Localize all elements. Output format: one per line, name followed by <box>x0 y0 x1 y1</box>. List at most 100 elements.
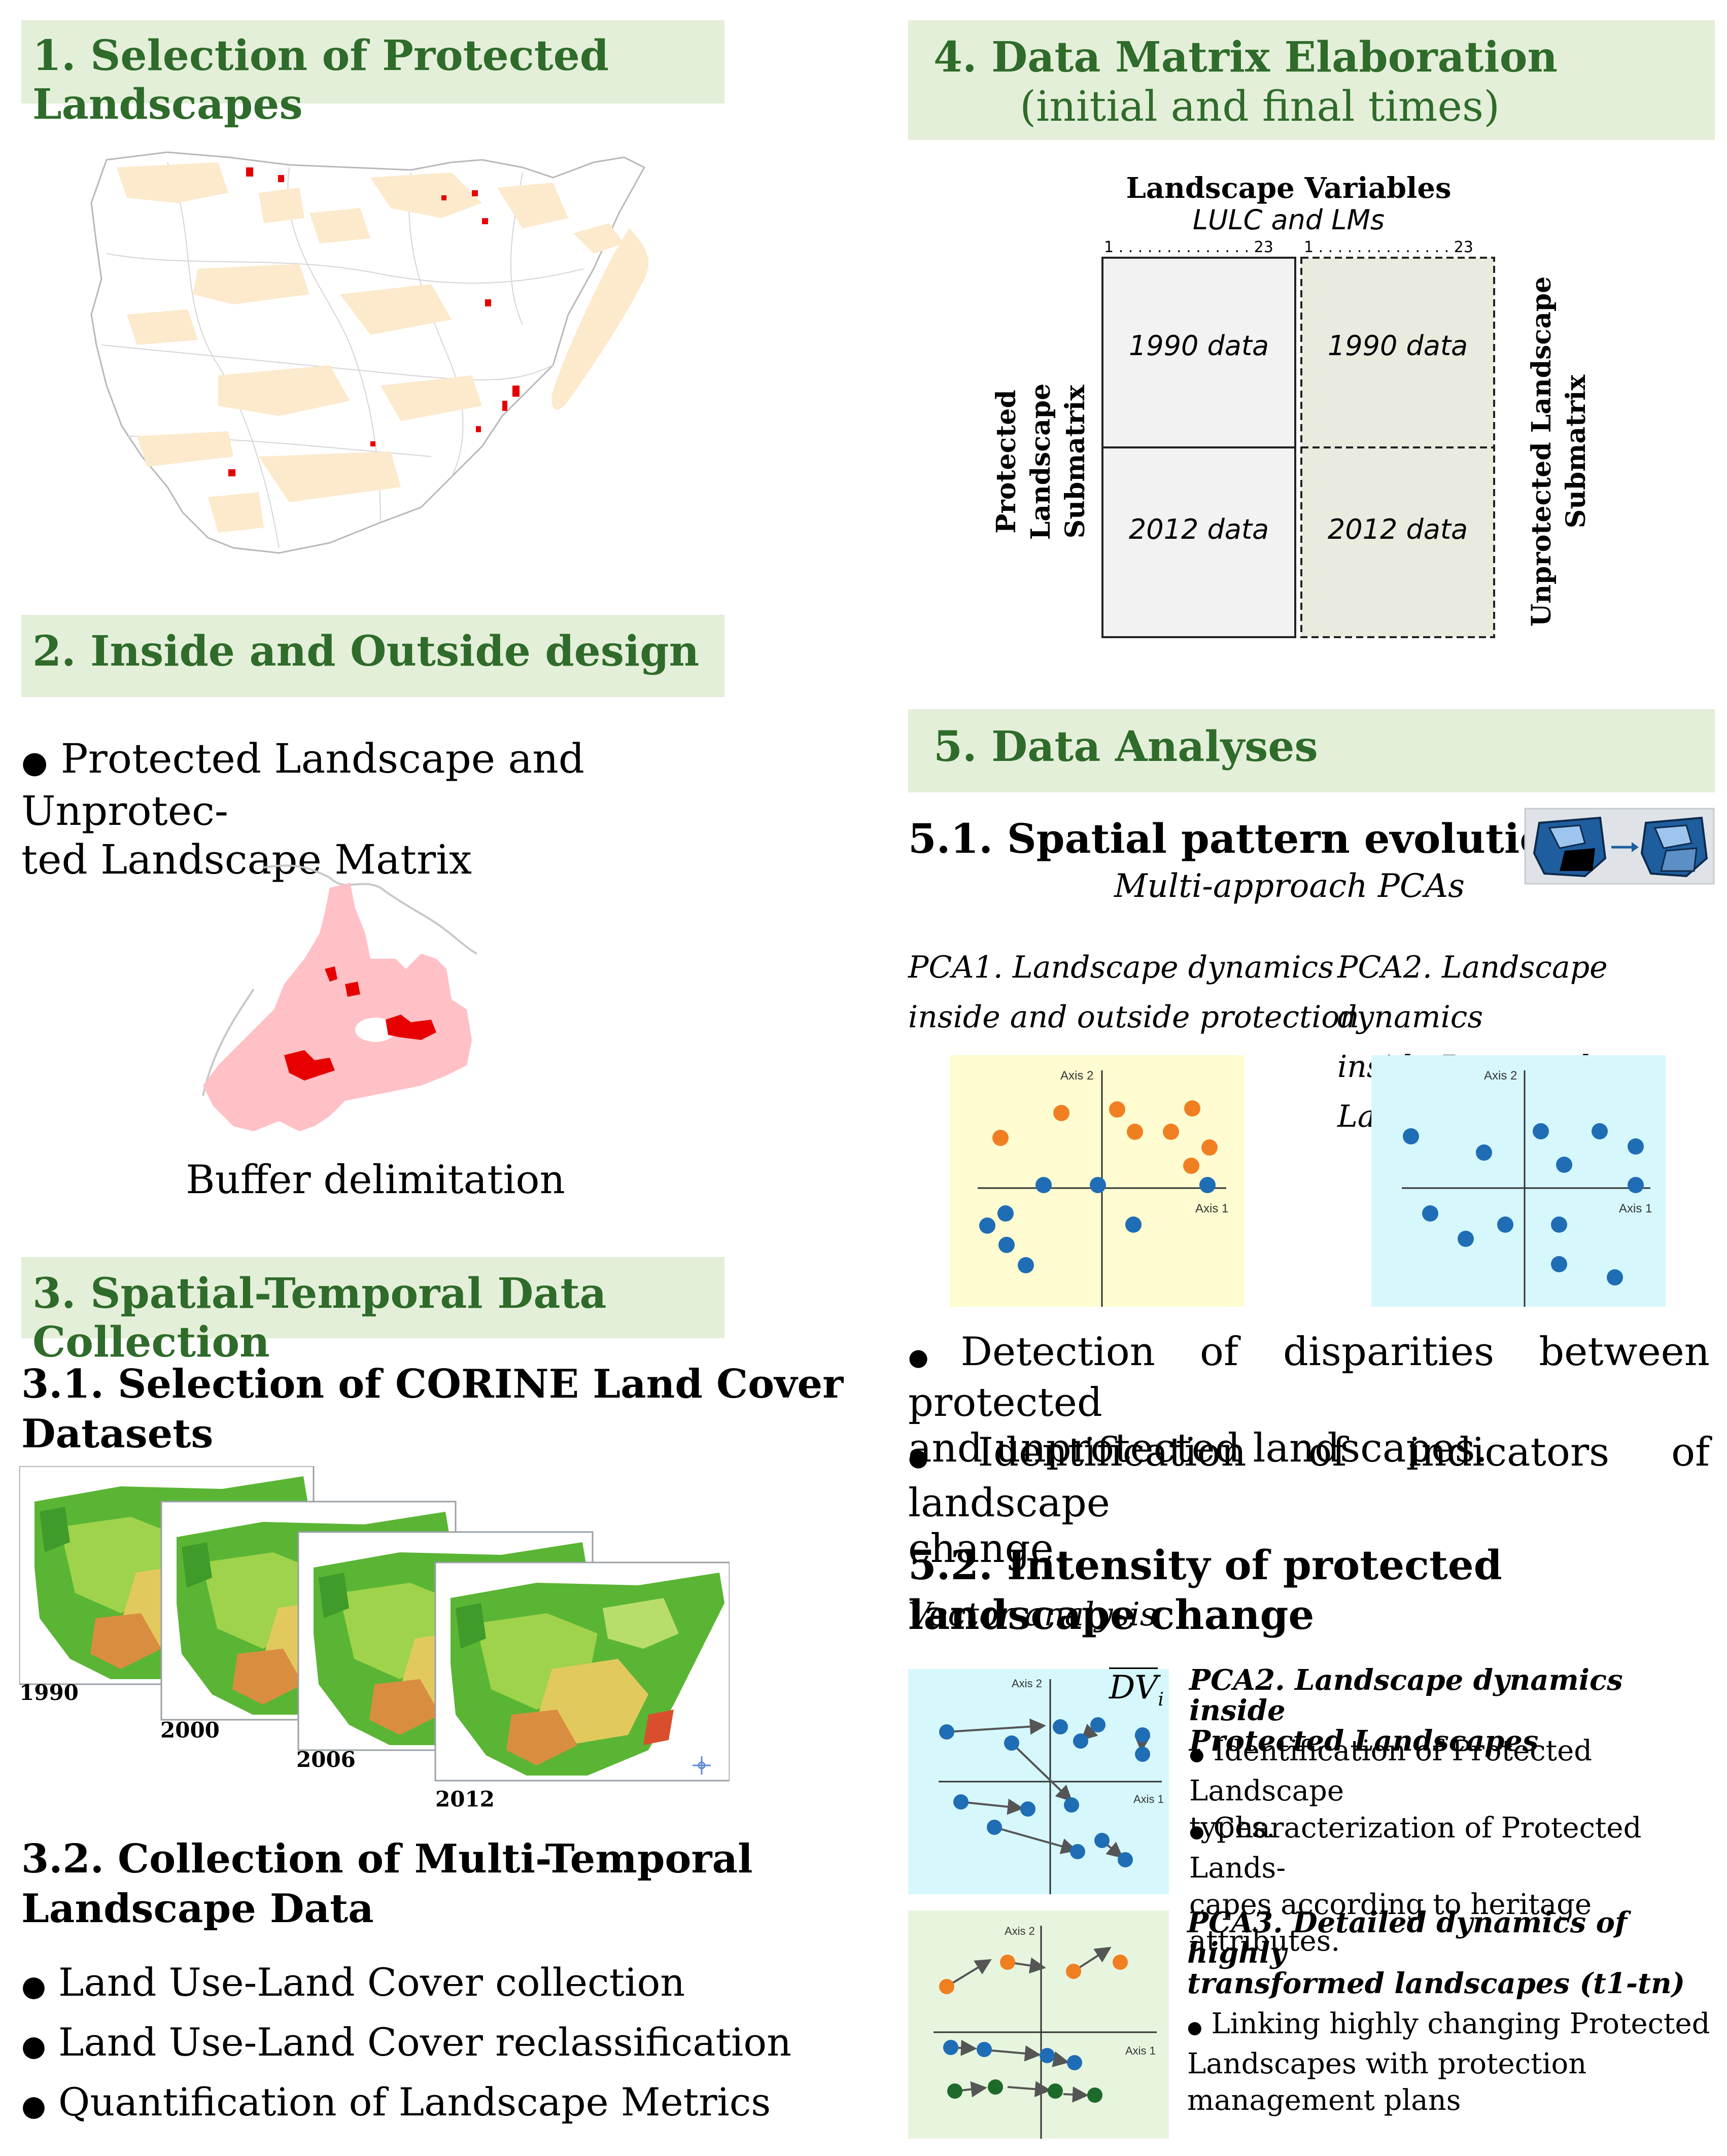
vector-pca3-point <box>977 2042 992 2057</box>
vector-pca2-point <box>1094 1833 1110 1848</box>
vector-pca3-point <box>988 2079 1003 2095</box>
region-border-line-west <box>202 988 255 1096</box>
data-matrix <box>1101 257 1495 638</box>
vector-pca2-point <box>987 1820 1002 1835</box>
section5-2-title: 5.2. Intensity of protected landscape ch… <box>908 1541 1502 1639</box>
buffer-caption: Buffer delimitation <box>186 1157 565 1203</box>
section1-title: 1. Selection of Protected Landscapes <box>32 31 609 129</box>
pca1-point <box>992 1130 1009 1146</box>
section4-title-line1: 4. Data Matrix Elaboration <box>934 33 1558 82</box>
vector-pca3-axis-1-label: Axis 1 <box>1125 2044 1156 2057</box>
section2-bullet-line1: ● Protected Landscape and Unprotec- <box>21 735 584 834</box>
pca2-axis-1-label: Axis 1 <box>1619 1202 1652 1215</box>
pca1-title: PCA1. Landscape dynamics inside and outs… <box>908 943 1359 1042</box>
vector-pca2-point <box>1118 1852 1133 1867</box>
finding-1: ●Detection of disparities between protec… <box>908 1329 1710 1471</box>
corine-map-stack <box>19 1466 730 1782</box>
pca2-point <box>1403 1128 1419 1144</box>
matrix-cell-unprotected-1990: 1990 data <box>1327 330 1468 362</box>
pca2-points <box>1403 1123 1644 1285</box>
vector-pca2-arrows <box>946 1718 1151 1859</box>
pca2b-bullet-2-line1: ● Characterization of Protected Lands- <box>1189 1812 1642 1885</box>
pca2-point <box>1476 1144 1492 1161</box>
vector-pca2-point <box>939 1724 954 1740</box>
pca2b-bullet-2: ● Characterization of Protected Lands- c… <box>1189 1810 1727 1960</box>
pca2b-title-line1: PCA2. Landscape dynamics inside <box>1189 1663 1623 1727</box>
section4-title-line2: (initial and final times) <box>1020 83 1500 131</box>
vector-pca3-arrows <box>946 1946 1112 2103</box>
protected-areas <box>284 966 436 1081</box>
vector-pca2-point <box>1070 1844 1085 1859</box>
pca1-point <box>1183 1158 1199 1174</box>
year-label-2012: 2012 <box>435 1787 495 1812</box>
vector-pca2-point <box>1135 1727 1150 1743</box>
vector-pca3-point <box>1066 1964 1081 1979</box>
protected-landscape-markers <box>228 167 520 476</box>
vector-pca2-axis-2-label: Axis 2 <box>1012 1677 1042 1690</box>
dv-subscript: i <box>1158 1689 1164 1710</box>
section2-bullet: ● Protected Landscape and Unprotec- ted … <box>21 735 721 884</box>
iberia-protected-map <box>90 151 649 554</box>
pca2-point <box>1551 1216 1567 1233</box>
vector-pca3-point <box>1048 2083 1063 2099</box>
pca2-point <box>1556 1157 1572 1173</box>
pca3-bullet-line3: management plans <box>1187 2084 1461 2117</box>
pca2-point <box>1592 1123 1608 1139</box>
vector-pca2-point <box>1073 1733 1088 1749</box>
finding-1-line1: ●Detection of disparities between protec… <box>908 1329 1710 1425</box>
pca1-title-line2: inside and outside protection <box>908 999 1360 1035</box>
vector-pca2-point <box>1135 1747 1150 1762</box>
pca2-point <box>1628 1138 1644 1155</box>
pca1-point <box>1090 1177 1106 1193</box>
pca1-point <box>1127 1124 1143 1140</box>
section5-title: 5. Data Analyses <box>934 722 1318 771</box>
section3-bullet-2: ● Land Use-Land Cover reclassification <box>21 2020 792 2065</box>
vector-pca3-point <box>1113 1955 1128 1970</box>
section3-1-title-line1: 3.1. Selection of CORINE Land Cover <box>21 1361 844 1407</box>
section5-1-subtitle: Multi-approach PCAs <box>1114 867 1465 905</box>
pca1-axis-2-label: Axis 2 <box>1060 1069 1093 1083</box>
section3-header: 3. Spatial-Temporal Data Collection <box>21 1257 724 1367</box>
pca1-scatter: Axis 2 Axis 1 <box>950 1055 1244 1307</box>
vector-pca2-point <box>1020 1801 1035 1817</box>
matrix-col-range-right: 1 . . . . . . . . . . . . . . 23 <box>1304 238 1473 256</box>
section1-header: 1. Selection of Protected Landscapes <box>21 20 724 129</box>
finding-2-line1: ●Identification of indicators of landsca… <box>908 1430 1710 1526</box>
pca1-point <box>1199 1177 1216 1193</box>
vector-pca3-orange-points <box>939 1955 1128 1994</box>
section5-1-title: 5.1. Spatial pattern evolution <box>908 815 1576 862</box>
pca3-title-line1: PCA3. Detailed dynamics of highly <box>1187 1906 1628 1970</box>
pca3-title: PCA3. Detailed dynamics of highly transf… <box>1187 1907 1727 1999</box>
pca2-point <box>1533 1123 1549 1139</box>
year-label-1990: 1990 <box>19 1680 79 1705</box>
pca1-point <box>998 1237 1015 1253</box>
pca1-point <box>1201 1139 1218 1156</box>
vector-pca2-points <box>939 1717 1150 1867</box>
spatial-pattern-icon <box>1524 808 1715 885</box>
section3-2-title-line2: Landscape Data <box>21 1886 374 1932</box>
buffer-hole <box>355 1018 396 1042</box>
vector-pca3-green-points <box>947 2079 1102 2103</box>
vector-pca3-point <box>1087 2088 1102 2103</box>
vector-pca2-point <box>953 1794 969 1810</box>
buffer-map <box>202 864 477 1131</box>
section2-header: 2. Inside and Outside design <box>21 615 724 697</box>
year-label-2000: 2000 <box>160 1718 220 1743</box>
finding-2-line2: change. <box>908 1526 1066 1572</box>
dv-label: DVi <box>1109 1667 1164 1710</box>
pca2b-bullet-1: ● Identification of Protected Landscape … <box>1189 1733 1727 1846</box>
buffer-area <box>203 883 472 1131</box>
pca1-blue-points <box>979 1177 1216 1273</box>
pca2-point <box>1422 1205 1438 1222</box>
pca1-point <box>1035 1177 1052 1193</box>
unprotected-submatrix-label-line1: Unprotected Landscape <box>1526 276 1557 627</box>
pca1-point <box>1125 1216 1142 1233</box>
matrix-cell-protected-1990: 1990 data <box>1128 330 1269 362</box>
pca3-bullet-line1: ● Linking highly changing Protected <box>1187 2007 1710 2040</box>
matrix-col-range-left: 1 . . . . . . . . . . . . . . 23 <box>1104 238 1273 256</box>
protected-submatrix-label-line1: Protected Landscape <box>991 383 1056 540</box>
section5-2-subtitle: Vector analysis <box>908 1596 1157 1633</box>
pca2b-bullet-2-line2: capes according to heritage attributes. <box>1189 1888 1592 1958</box>
pca2-point <box>1628 1177 1644 1193</box>
pca2-point <box>1497 1216 1513 1233</box>
